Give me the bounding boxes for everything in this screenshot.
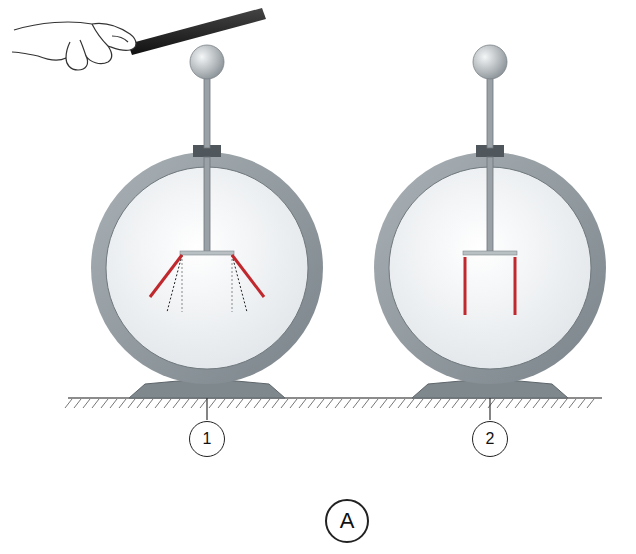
ground-hatch [173, 399, 180, 408]
ground-hatch [245, 399, 252, 408]
ground-hatch [443, 399, 450, 408]
electroscope-charged [91, 45, 323, 398]
callout-circle: A [325, 499, 369, 543]
ground-hatch [362, 399, 369, 408]
ground-hatch [137, 399, 144, 408]
ground-hatch [389, 399, 396, 408]
ground-hatch [398, 399, 405, 408]
ground-hatch [236, 399, 243, 408]
electroscope-neutral [374, 45, 606, 398]
hand [12, 22, 136, 70]
ground-hatch [290, 399, 297, 408]
ground-hatch [470, 399, 477, 408]
ground-hatch [146, 399, 153, 408]
ground-hatch [65, 399, 72, 408]
ground-hatch [218, 399, 225, 408]
ground-hatch [461, 399, 468, 408]
ground-hatch [110, 399, 117, 408]
ground-hatch [407, 399, 414, 408]
ground-hatch [227, 399, 234, 408]
ground-hatch [74, 399, 81, 408]
ground [65, 398, 602, 408]
ground-hatch [272, 399, 279, 408]
ground-hatch [569, 399, 576, 408]
ground-hatch [524, 399, 531, 408]
ground-hatch [263, 399, 270, 408]
ground-hatch [119, 399, 126, 408]
callout-circle: 1 [189, 421, 225, 457]
ground-hatch [578, 399, 585, 408]
ground-hatch [551, 399, 558, 408]
ground-hatch [317, 399, 324, 408]
ground-hatch [281, 399, 288, 408]
ground-hatch [299, 399, 306, 408]
ground-hatch [164, 399, 171, 408]
ground-hatch [155, 399, 162, 408]
leader-line [206, 398, 207, 420]
ground-hatch [542, 399, 549, 408]
ground-hatch [533, 399, 540, 408]
ground-hatch [587, 399, 594, 408]
ground-hatch [497, 399, 504, 408]
charged-rod [128, 8, 266, 55]
ground-hatch [92, 399, 99, 408]
leader-line [489, 398, 490, 420]
ground-hatch [335, 399, 342, 408]
ground-hatch [191, 399, 198, 408]
ground-hatch [209, 399, 216, 408]
ground-hatch [353, 399, 360, 408]
ground-hatch [101, 399, 108, 408]
ground-hatch [308, 399, 315, 408]
ground-hatch [452, 399, 459, 408]
ground-hatch [128, 399, 135, 408]
ground-hatch [326, 399, 333, 408]
ground-hatch [371, 399, 378, 408]
callout-number: 2 [486, 431, 495, 447]
ground-hatch [380, 399, 387, 408]
ground-hatch [254, 399, 261, 408]
ground-hatch [83, 399, 90, 408]
ground-hatch [416, 399, 423, 408]
ground-hatch [425, 399, 432, 408]
ground-hatch [182, 399, 189, 408]
ground-hatch [488, 399, 495, 408]
ground-hatch [479, 399, 486, 408]
callout-number: A [340, 510, 355, 532]
callout-circle: 2 [472, 421, 508, 457]
ground-hatch [506, 399, 513, 408]
ground-hatch [434, 399, 441, 408]
callout-number: 1 [203, 431, 212, 447]
ground-hatch [515, 399, 522, 408]
ground-hatch [200, 399, 207, 408]
ground-hatch [560, 399, 567, 408]
ground-hatch [344, 399, 351, 408]
